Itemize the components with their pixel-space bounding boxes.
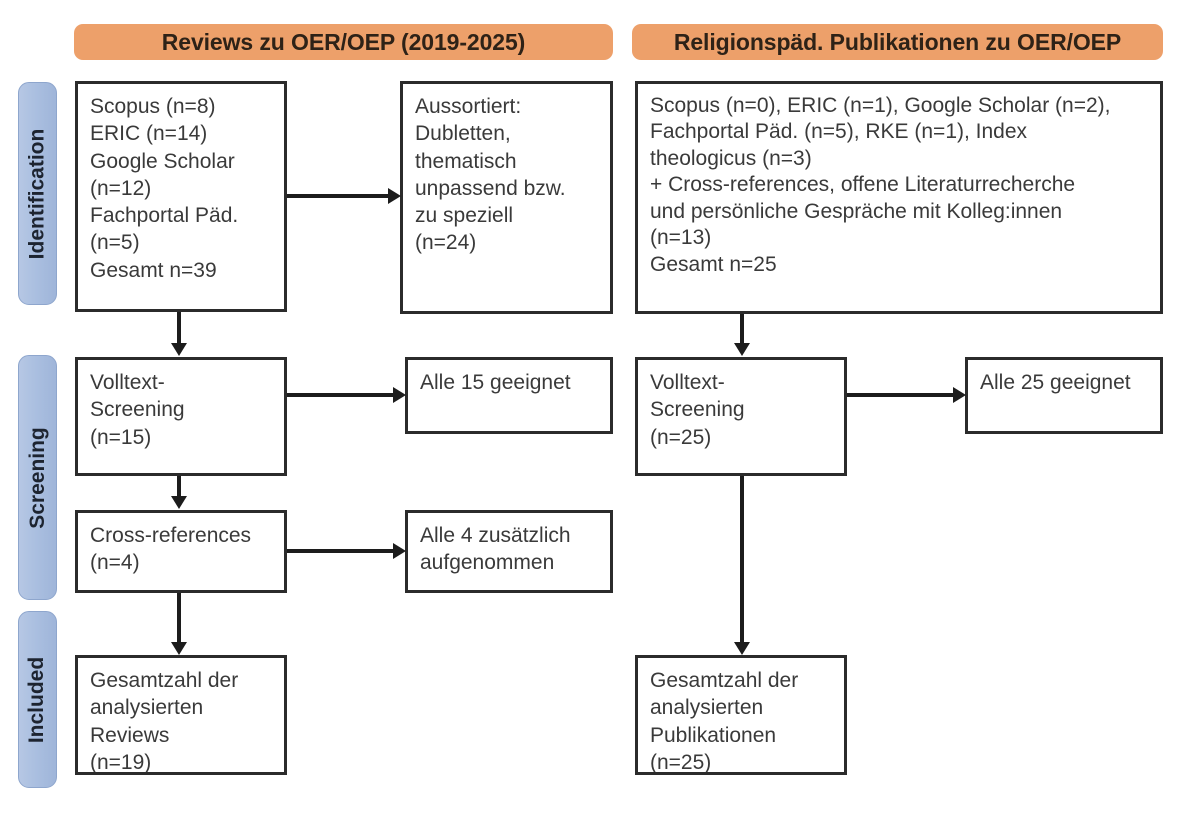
stage-label-included: Included [25, 656, 49, 743]
connector-left-crossref-to-result [287, 549, 394, 553]
stage-pill-identification: Identification [18, 82, 57, 305]
header-bar-left-column: Reviews zu OER/OEP (2019-2025) [74, 24, 613, 60]
box-left-cross-references-result: Alle 4 zusätzlich aufgenommen [405, 510, 613, 593]
arrowhead-left-sources-to-screening [171, 343, 187, 356]
box-left-excluded: Aussortiert: Dubletten, thematisch unpas… [400, 81, 613, 314]
box-right-fulltext-result: Alle 25 geeignet [965, 357, 1163, 434]
connector-left-sources-to-screening [177, 312, 181, 345]
box-left-fulltext-result: Alle 15 geeignet [405, 357, 613, 434]
header-label-right: Religionspäd. Publikationen zu OER/OEP [673, 28, 1122, 55]
header-label-left: Reviews zu OER/OEP (2019-2025) [161, 28, 526, 55]
arrowhead-left-crossref-to-included [171, 642, 187, 655]
box-left-fulltext-screening: Volltext- Screening (n=15) [75, 357, 287, 476]
connector-left-screening-to-crossref [177, 476, 181, 498]
header-bar-right-column: Religionspäd. Publikationen zu OER/OEP [632, 24, 1163, 60]
connector-left-sources-to-excluded [287, 194, 389, 198]
arrowhead-right-screening-to-included [734, 642, 750, 655]
box-left-cross-references: Cross-references (n=4) [75, 510, 287, 593]
arrowhead-left-screening-to-result [393, 387, 406, 403]
arrowhead-left-crossref-to-result [393, 543, 406, 559]
arrowhead-right-screening-to-result [953, 387, 966, 403]
box-right-identification-sources: Scopus (n=0), ERIC (n=1), Google Scholar… [635, 81, 1163, 314]
stage-label-identification: Identification [25, 128, 49, 259]
stage-pill-included: Included [18, 611, 57, 788]
box-right-included-total: Gesamtzahl der analysierten Publikatione… [635, 655, 847, 775]
box-left-included-total: Gesamtzahl der analysierten Reviews (n=1… [75, 655, 287, 775]
box-right-fulltext-screening: Volltext- Screening (n=25) [635, 357, 847, 476]
stage-label-screening: Screening [25, 426, 49, 529]
arrowhead-right-sources-to-screening [734, 343, 750, 356]
connector-right-sources-to-screening [740, 314, 744, 345]
connector-left-screening-to-result [287, 393, 394, 397]
connector-right-screening-to-included [740, 476, 744, 644]
arrowhead-left-sources-to-excluded [388, 188, 401, 204]
arrowhead-left-screening-to-crossref [171, 496, 187, 509]
box-left-identification-sources: Scopus (n=8) ERIC (n=14) Google Scholar … [75, 81, 287, 312]
stage-pill-screening: Screening [18, 355, 57, 600]
connector-left-crossref-to-included [177, 593, 181, 644]
connector-right-screening-to-result [847, 393, 954, 397]
